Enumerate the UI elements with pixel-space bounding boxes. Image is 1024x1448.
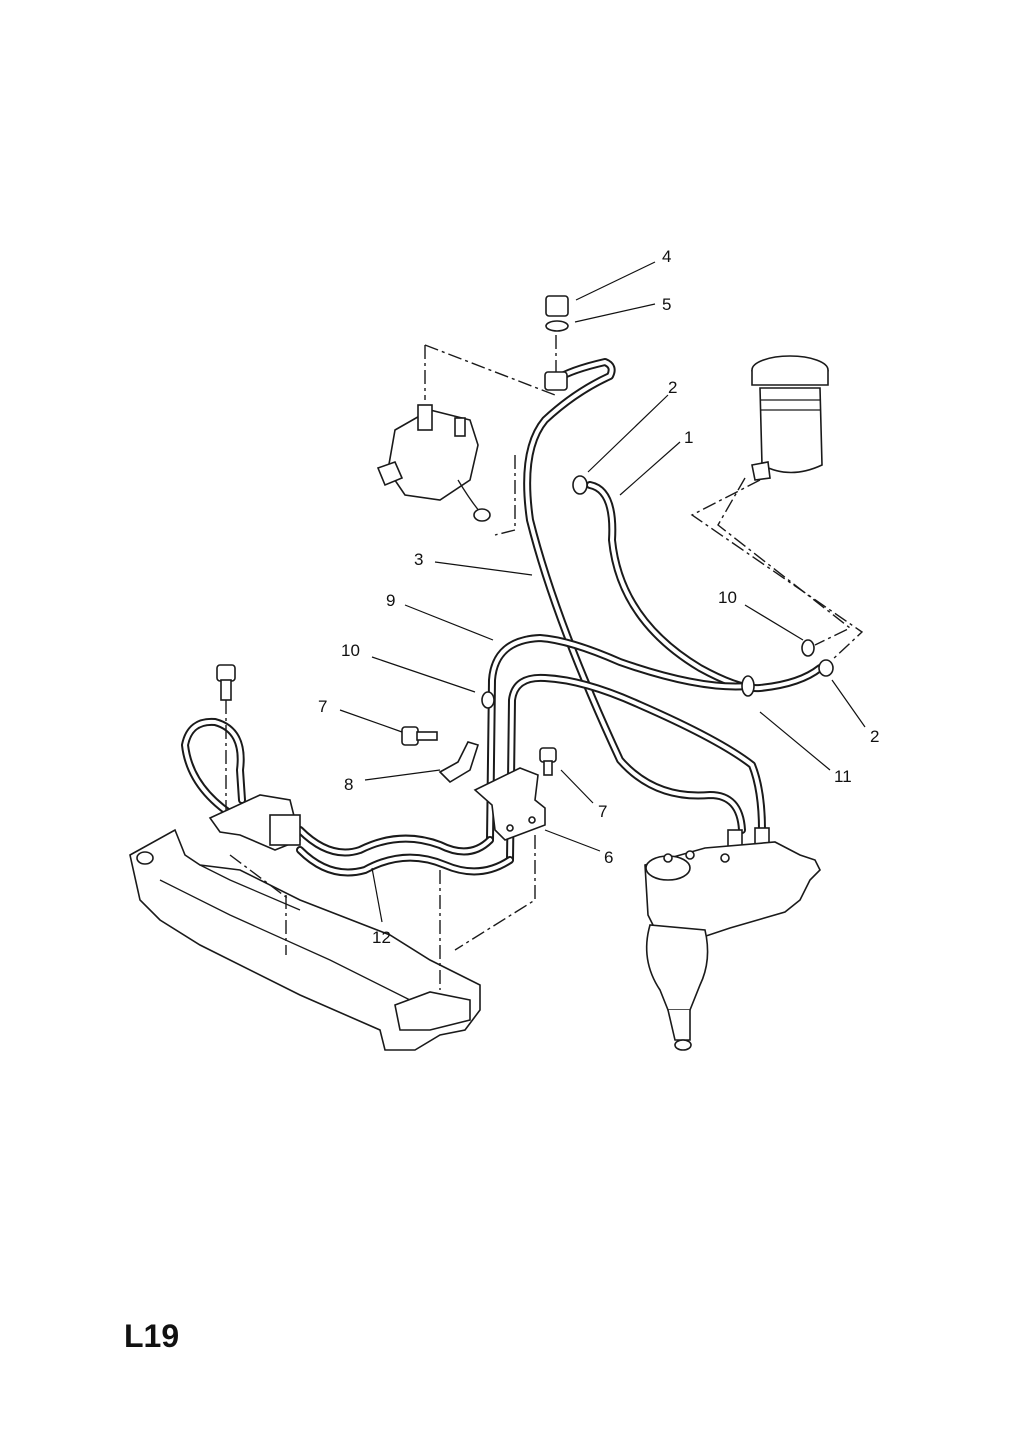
cooler-bracket xyxy=(208,794,301,851)
callout-12: 12 xyxy=(372,928,391,947)
callout-11: 11 xyxy=(834,767,852,786)
clamp-bracket-8 xyxy=(438,741,480,784)
banjo-nut xyxy=(544,295,569,391)
front-crossmember xyxy=(129,828,536,1051)
callout-3: 3 xyxy=(414,550,423,569)
page-code: L19 xyxy=(124,1318,180,1354)
leader-lines xyxy=(339,261,866,923)
gear-feed-line xyxy=(506,673,766,864)
hose-9 xyxy=(486,634,752,844)
fluid-reservoir xyxy=(690,355,864,661)
steering-gear xyxy=(644,827,821,1051)
steering-pump xyxy=(376,344,556,536)
callout-10-right: 10 xyxy=(718,588,737,607)
callout-7-right: 7 xyxy=(598,802,607,821)
pressure-hose xyxy=(523,358,746,834)
hose-clips xyxy=(481,475,834,709)
callout-5: 5 xyxy=(662,295,671,314)
callout-2-right: 2 xyxy=(870,727,879,746)
cooler-pipe-12 xyxy=(181,717,514,877)
callout-7-left: 7 xyxy=(318,697,327,716)
callout-10-left: 10 xyxy=(341,641,360,660)
callout-2-top: 2 xyxy=(668,378,677,397)
bolt-left xyxy=(401,726,438,746)
bolt-right xyxy=(539,747,557,776)
mounting-bracket-6 xyxy=(473,767,546,841)
callout-6: 6 xyxy=(604,848,613,867)
bolt-top-left xyxy=(216,664,236,830)
callout-9: 9 xyxy=(386,591,395,610)
return-hose xyxy=(586,481,824,693)
callout-4: 4 xyxy=(662,247,671,266)
callout-1: 1 xyxy=(684,428,693,447)
callout-8: 8 xyxy=(344,775,353,794)
